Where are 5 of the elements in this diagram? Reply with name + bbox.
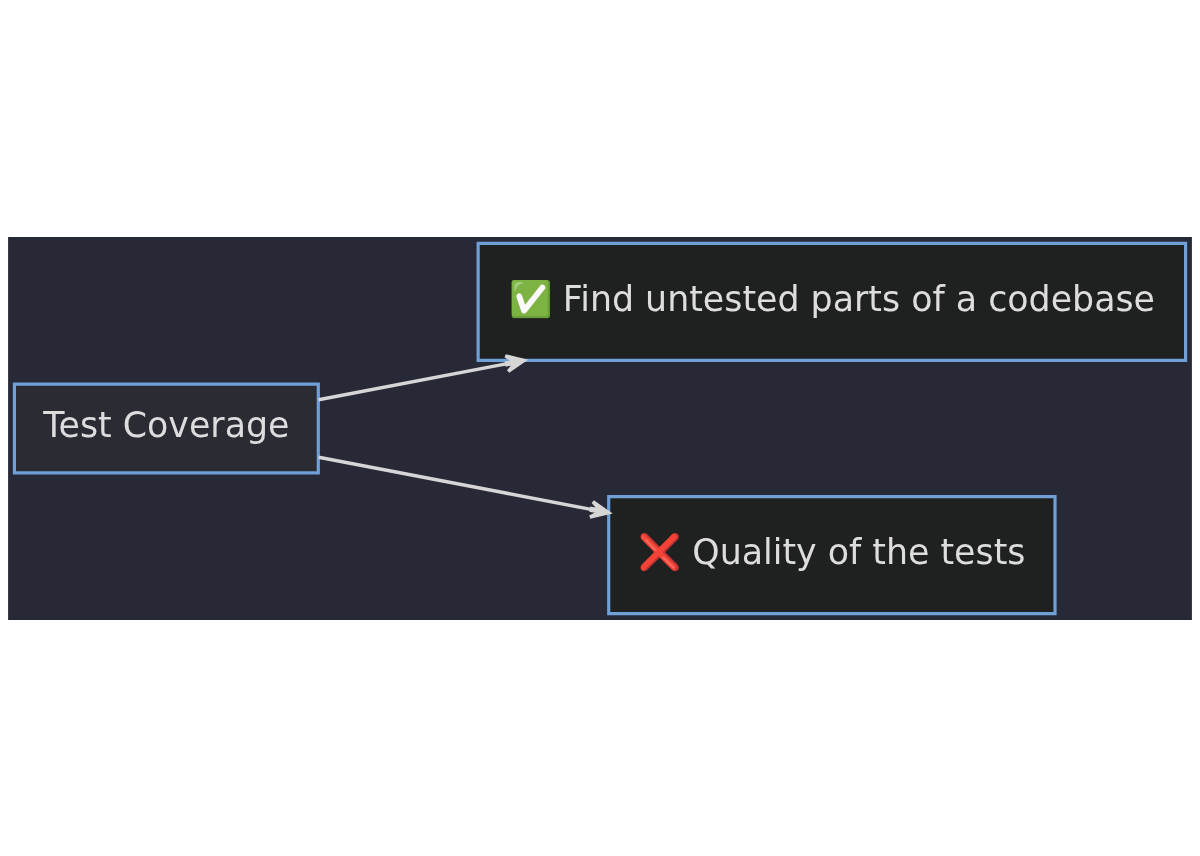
node-box: Test Coverage (12, 382, 320, 474)
node-box: ❌ Quality of the tests (607, 494, 1057, 615)
arrow (318, 353, 526, 401)
node-box: ✅ Find untested parts of a codebase (476, 241, 1188, 362)
arrow (318, 455, 611, 519)
